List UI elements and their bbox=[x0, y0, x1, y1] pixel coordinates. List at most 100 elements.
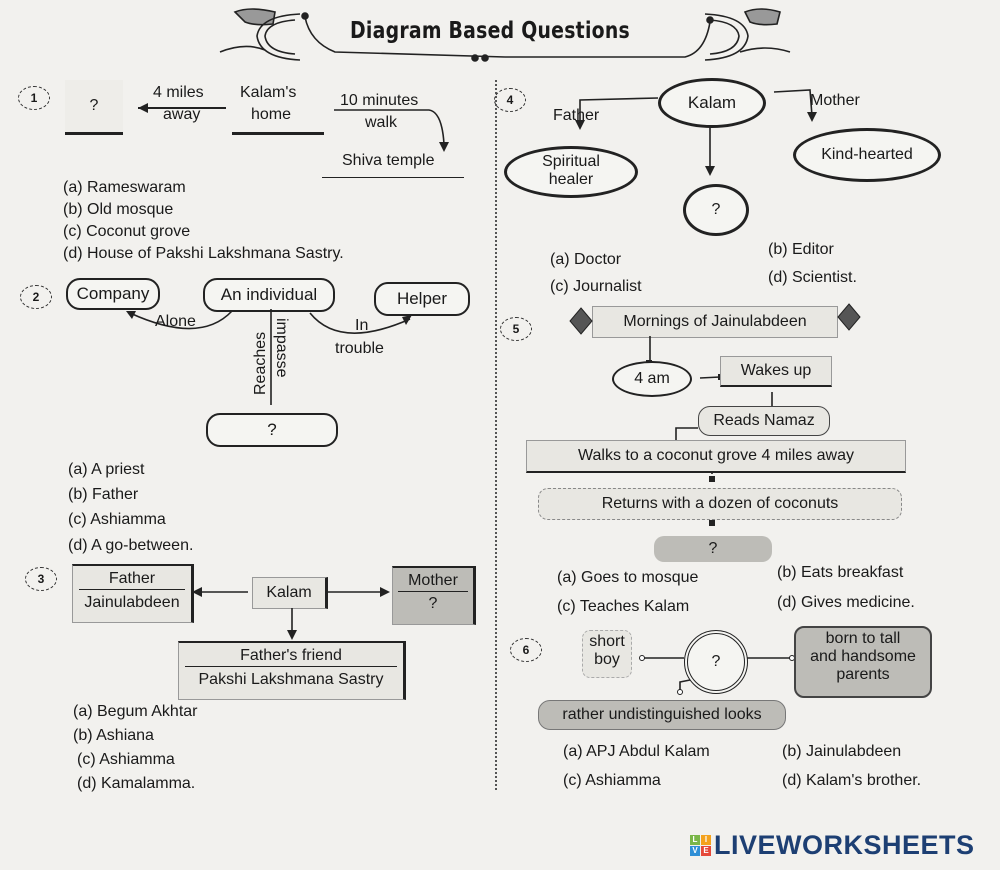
left-arrow bbox=[138, 103, 226, 113]
q2-company: Company bbox=[66, 278, 160, 310]
underline bbox=[322, 177, 464, 178]
q2-arrows bbox=[126, 309, 412, 405]
header-ornament bbox=[219, 8, 791, 62]
q3-kalam: Kalam bbox=[252, 577, 328, 609]
option[interactable]: (b) Jainulabdeen bbox=[782, 743, 902, 760]
q1-walk-label: walk bbox=[365, 114, 398, 131]
curved-arrow bbox=[334, 109, 449, 152]
q4-spiritual-line: healer bbox=[548, 171, 594, 188]
q6-born-line: and handsome bbox=[810, 648, 916, 665]
logo-tiles: L I V E bbox=[690, 835, 711, 856]
option[interactable]: (c) Teaches Kalam bbox=[557, 598, 690, 615]
question-number: 3 bbox=[25, 567, 57, 591]
q1-shiva-temple: Shiva temple bbox=[342, 152, 435, 169]
option[interactable]: (d) Gives medicine. bbox=[777, 594, 915, 611]
q2-in-trouble: In bbox=[355, 317, 369, 334]
q5-time: 4 am bbox=[612, 361, 692, 397]
q4-father-label: Father bbox=[553, 107, 600, 124]
logo-tile: L bbox=[690, 835, 700, 845]
q2-alone: Alone bbox=[155, 313, 196, 330]
q4-spiritual-line: Spiritual bbox=[542, 153, 600, 170]
option[interactable]: (c) Ashiamma bbox=[77, 751, 175, 768]
option[interactable]: (b) Ashiana bbox=[73, 727, 154, 744]
logo-tile: E bbox=[701, 846, 711, 856]
option[interactable]: (a) Goes to mosque bbox=[557, 569, 699, 586]
q2-helper: Helper bbox=[374, 282, 470, 316]
q4-kalam: Kalam bbox=[658, 78, 766, 128]
q6-looks: rather undistinguished looks bbox=[538, 700, 786, 730]
question-number: 2 bbox=[20, 285, 52, 309]
option[interactable]: (d) Kamalamma. bbox=[77, 775, 196, 792]
q3-friend-box: Father's friend Pakshi Lakshmana Sastry bbox=[178, 641, 406, 700]
option[interactable]: (b) Eats breakfast bbox=[777, 564, 904, 581]
option[interactable]: (a) APJ Abdul Kalam bbox=[563, 743, 710, 760]
option[interactable]: (c) Journalist bbox=[550, 278, 642, 295]
question-number: 5 bbox=[500, 317, 532, 341]
option[interactable]: (a) Doctor bbox=[550, 251, 622, 268]
q4-kind-hearted: Kind-hearted bbox=[793, 128, 941, 182]
q1-walk-label: 10 minutes bbox=[340, 92, 419, 109]
option[interactable]: (a) Rameswaram bbox=[63, 179, 186, 196]
q3-father-box: Father Jainulabdeen bbox=[72, 564, 194, 623]
option[interactable]: (c) Ashiamma bbox=[563, 772, 661, 789]
underline bbox=[232, 132, 324, 135]
q5-unknown: ? bbox=[654, 536, 772, 562]
q3-arrows bbox=[192, 587, 390, 640]
liveworksheets-logo[interactable]: L I V E LIVEWORKSHEETS bbox=[690, 830, 975, 861]
q3-friend-name: Pakshi Lakshmana Sastry bbox=[198, 671, 384, 688]
q2-impasse: impasse bbox=[273, 318, 290, 378]
option[interactable]: (b) Editor bbox=[768, 241, 834, 258]
logo-tile: I bbox=[701, 835, 711, 845]
q5-mornings: Mornings of Jainulabdeen bbox=[592, 306, 838, 338]
q4-mother-label: Mother bbox=[810, 92, 860, 109]
option[interactable]: (a) A priest bbox=[68, 461, 145, 478]
question-number: 1 bbox=[18, 86, 50, 110]
q1-center: Kalam's bbox=[240, 84, 297, 101]
option[interactable]: (d) A go-between. bbox=[68, 537, 194, 554]
q1-center: home bbox=[251, 106, 292, 123]
q4-spiritual-healer: Spiritual healer bbox=[504, 146, 638, 198]
column-divider bbox=[495, 80, 497, 790]
q3-friend-label: Father's friend bbox=[185, 643, 397, 667]
q2-in-trouble: trouble bbox=[335, 340, 384, 357]
q2-individual: An individual bbox=[203, 278, 335, 312]
option[interactable]: (d) Scientist. bbox=[768, 269, 857, 286]
logo-tile: V bbox=[690, 846, 700, 856]
q3-father-label: Father bbox=[79, 566, 185, 590]
question-number: 4 bbox=[494, 88, 526, 112]
q6-unknown: ? bbox=[684, 630, 748, 694]
q6-connectors bbox=[639, 655, 795, 695]
q3-mother-label: Mother bbox=[398, 568, 468, 592]
q6-short-boy: short boy bbox=[582, 630, 632, 678]
q6-born-line: parents bbox=[836, 666, 890, 683]
q6-born: born to tall and handsome parents bbox=[794, 626, 932, 698]
option[interactable]: (d) Kalam's brother. bbox=[782, 772, 922, 789]
diamond-icon bbox=[837, 303, 861, 331]
option[interactable]: (b) Father bbox=[68, 486, 139, 503]
page-title: Diagram Based Questions bbox=[350, 18, 631, 44]
q1-arrow-label: away bbox=[163, 106, 201, 123]
logo-wordmark: LIVEWORKSHEETS bbox=[714, 830, 975, 860]
q3-father-name: Jainulabdeen bbox=[84, 594, 180, 611]
q4-unknown: ? bbox=[683, 184, 749, 236]
option[interactable]: (b) Old mosque bbox=[63, 201, 174, 218]
q1-arrow-label: 4 miles bbox=[153, 84, 204, 101]
q5-returns: Returns with a dozen of coconuts bbox=[538, 488, 902, 520]
q5-wakes-up: Wakes up bbox=[720, 356, 832, 387]
question-number: 6 bbox=[510, 638, 542, 662]
q2-unknown: ? bbox=[206, 413, 338, 447]
q6-short-line: boy bbox=[594, 651, 620, 668]
q3-mother-box: Mother ? bbox=[392, 566, 476, 625]
option[interactable]: (d) House of Pakshi Lakshmana Sastry. bbox=[63, 245, 344, 262]
q3-mother-name: ? bbox=[428, 595, 438, 612]
option[interactable]: (a) Begum Akhtar bbox=[73, 703, 198, 720]
q6-born-line: born to tall bbox=[825, 630, 901, 647]
q6-short-line: short bbox=[589, 633, 625, 650]
option[interactable]: (c) Coconut grove bbox=[63, 223, 191, 240]
option[interactable]: (c) Ashiamma bbox=[68, 511, 166, 528]
q5-walks: Walks to a coconut grove 4 miles away bbox=[526, 440, 906, 473]
diamond-icon bbox=[569, 307, 593, 335]
q5-reads-namaz: Reads Namaz bbox=[698, 406, 830, 436]
q4-arrows bbox=[575, 89, 817, 176]
q1-unknown-box: ? bbox=[65, 80, 123, 135]
